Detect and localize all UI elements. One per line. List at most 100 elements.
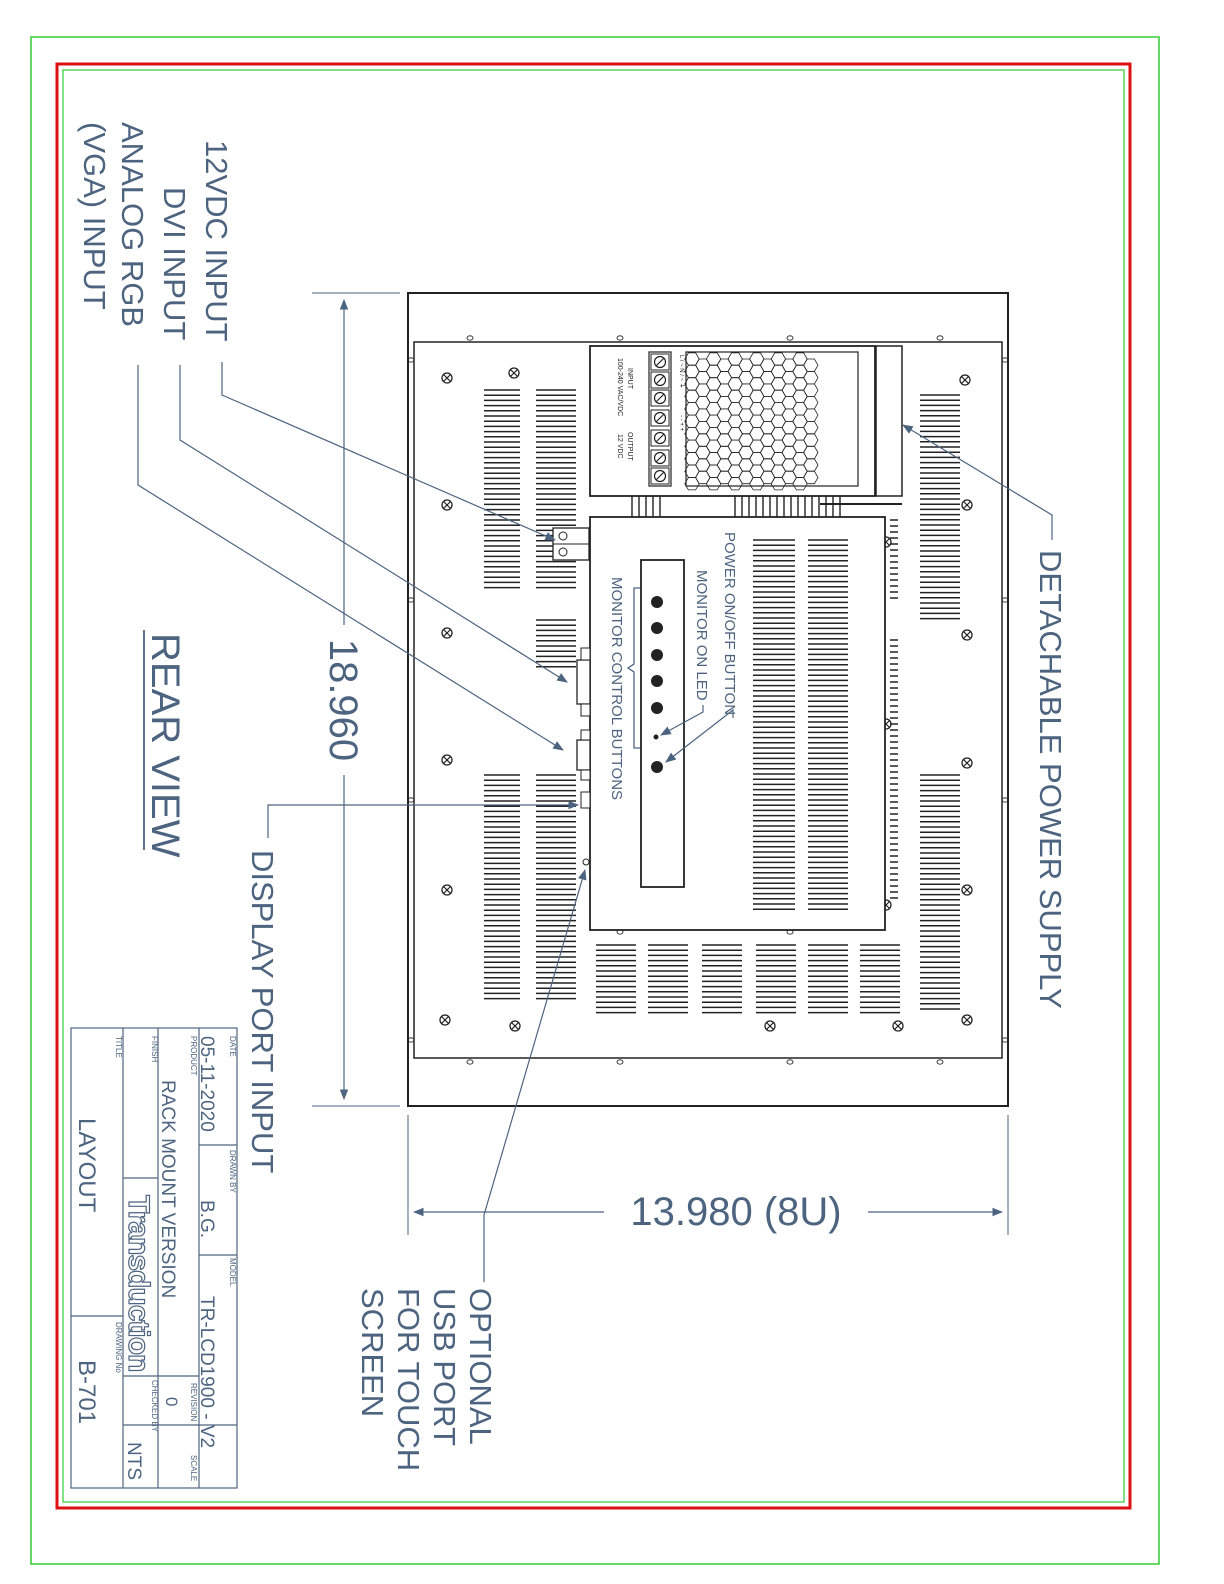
leader-usb: [483, 868, 587, 1282]
psu-hex-grille: [684, 351, 859, 491]
tb-revision: 0: [162, 1397, 181, 1406]
outer-border: [30, 36, 1160, 1565]
screw-slot: [510, 369, 518, 377]
screw: [959, 374, 971, 386]
control-button: [651, 596, 663, 608]
rim-hole: [1001, 797, 1009, 803]
callout-labels: 12VDC INPUT DVI INPUT ANALOG RGB (VGA) I…: [77, 122, 1068, 1471]
callout-usb-line2: USB PORT: [427, 1288, 462, 1446]
psu-input-title: INPUT: [626, 368, 633, 390]
controller-board: [552, 503, 902, 931]
terminal-slot: [655, 357, 665, 367]
tb-scale-label: SCALE: [189, 1455, 198, 1481]
callout-power-on-off-button: POWER ON/OFF BUTTON: [721, 532, 738, 715]
hex-cell: [749, 477, 765, 491]
rim-hole: [466, 335, 474, 341]
screw: [764, 1020, 776, 1032]
hex-cell: [792, 477, 808, 491]
usb-port: [582, 858, 590, 866]
screw: [961, 757, 973, 769]
screw: [441, 884, 453, 896]
psu-input-terminal-marks: L / ~ N / ~ ⏚: [678, 355, 685, 389]
psu-output-terminal-marks: - - + +: [678, 415, 684, 432]
leader-power-supply: [902, 424, 1053, 540]
hex-cell: [770, 477, 787, 491]
screw-slot: [894, 1022, 902, 1030]
tb-drawing-no-label: DRAWING No: [114, 1322, 123, 1373]
power-supply-bracket: [875, 345, 903, 497]
screw-slot: [443, 501, 451, 509]
screw: [441, 499, 453, 511]
screw-slot: [443, 629, 451, 637]
power-supply-body: [589, 345, 876, 497]
control-button: [651, 675, 663, 687]
tb-finish-label: FINISH: [150, 1036, 159, 1062]
hex-cell: [684, 477, 700, 491]
monitor-on-led: [653, 734, 659, 740]
width-dimension-value: 13.980 (8U): [630, 1190, 841, 1234]
screw-slot: [963, 501, 971, 509]
callout-leaders: [137, 362, 1053, 1282]
screw-slot: [963, 886, 971, 894]
control-button-panel: [640, 559, 685, 888]
screw-slot: [511, 1022, 519, 1030]
control-button: [651, 702, 663, 714]
screw: [441, 372, 453, 384]
rim-holes: [407, 335, 1009, 1065]
screw-slot: [443, 756, 451, 764]
screw-slot: [441, 1016, 449, 1024]
tb-model-label: MODEL: [228, 1258, 237, 1287]
height-dimension: 18.960: [312, 292, 400, 1107]
screw-slot: [961, 376, 969, 384]
controller-board-outline: [589, 516, 886, 931]
rim-hole: [407, 597, 415, 603]
tb-drawn-by: B.G.: [196, 1200, 217, 1238]
rim-hole: [466, 1059, 474, 1065]
rim-hole: [936, 1059, 944, 1065]
title-block: [70, 1027, 238, 1489]
screw-slot: [766, 1022, 774, 1030]
control-button: [651, 649, 663, 661]
tb-scale: NTS: [123, 1442, 144, 1480]
terminal-screws: [650, 353, 670, 485]
leader-dvi: [179, 365, 568, 683]
screw-slot: [443, 374, 451, 382]
callout-vga-line2: (VGA) INPUT: [77, 122, 112, 310]
leader-power-button: [665, 708, 734, 763]
monitor-control-buttons: [651, 596, 663, 714]
callout-display-port-input: DISPLAY PORT INPUT: [245, 850, 280, 1173]
control-buttons-brace: [626, 587, 640, 749]
screw-slot: [963, 1016, 971, 1024]
screw: [509, 1020, 521, 1032]
screw: [508, 367, 520, 379]
board-vents: [753, 539, 848, 910]
callout-monitor-control-buttons: MONITOR CONTROL BUTTONS: [608, 577, 625, 800]
screw: [961, 1014, 973, 1026]
leader-vga: [137, 365, 564, 751]
callout-detachable-power-supply: DETACHABLE POWER SUPPLY: [1033, 550, 1068, 1009]
screw-slot: [963, 759, 971, 767]
callout-dvi-input: DVI INPUT: [157, 187, 192, 340]
hex-cell: [705, 477, 722, 491]
screw: [439, 1014, 451, 1026]
tb-date: 05-11-2020: [196, 1036, 217, 1132]
screw: [961, 884, 973, 896]
terminal-slot: [655, 375, 665, 385]
terminal-slot: [655, 413, 665, 423]
callout-usb-line4: SCREEN: [355, 1288, 390, 1417]
ventilation-grilles: [484, 389, 960, 1014]
rim-hole: [616, 1059, 624, 1065]
psu-connector-pins: [631, 496, 841, 517]
vga-connector: [576, 739, 591, 771]
leader-display-port: [267, 800, 580, 838]
callout-monitor-on-led: MONITOR ON LED: [693, 570, 710, 701]
tb-checked-by-label: CHECKED BY: [150, 1380, 159, 1433]
power-on-off-button: [651, 761, 663, 773]
hex-cell: [727, 477, 743, 491]
psu-output-title: OUTPUT: [626, 432, 633, 462]
terminal-slot: [655, 471, 665, 481]
rim-hole: [407, 1037, 415, 1043]
rim-hole: [1001, 1037, 1009, 1043]
screw: [961, 499, 973, 511]
tb-title: LAYOUT: [73, 1118, 100, 1213]
